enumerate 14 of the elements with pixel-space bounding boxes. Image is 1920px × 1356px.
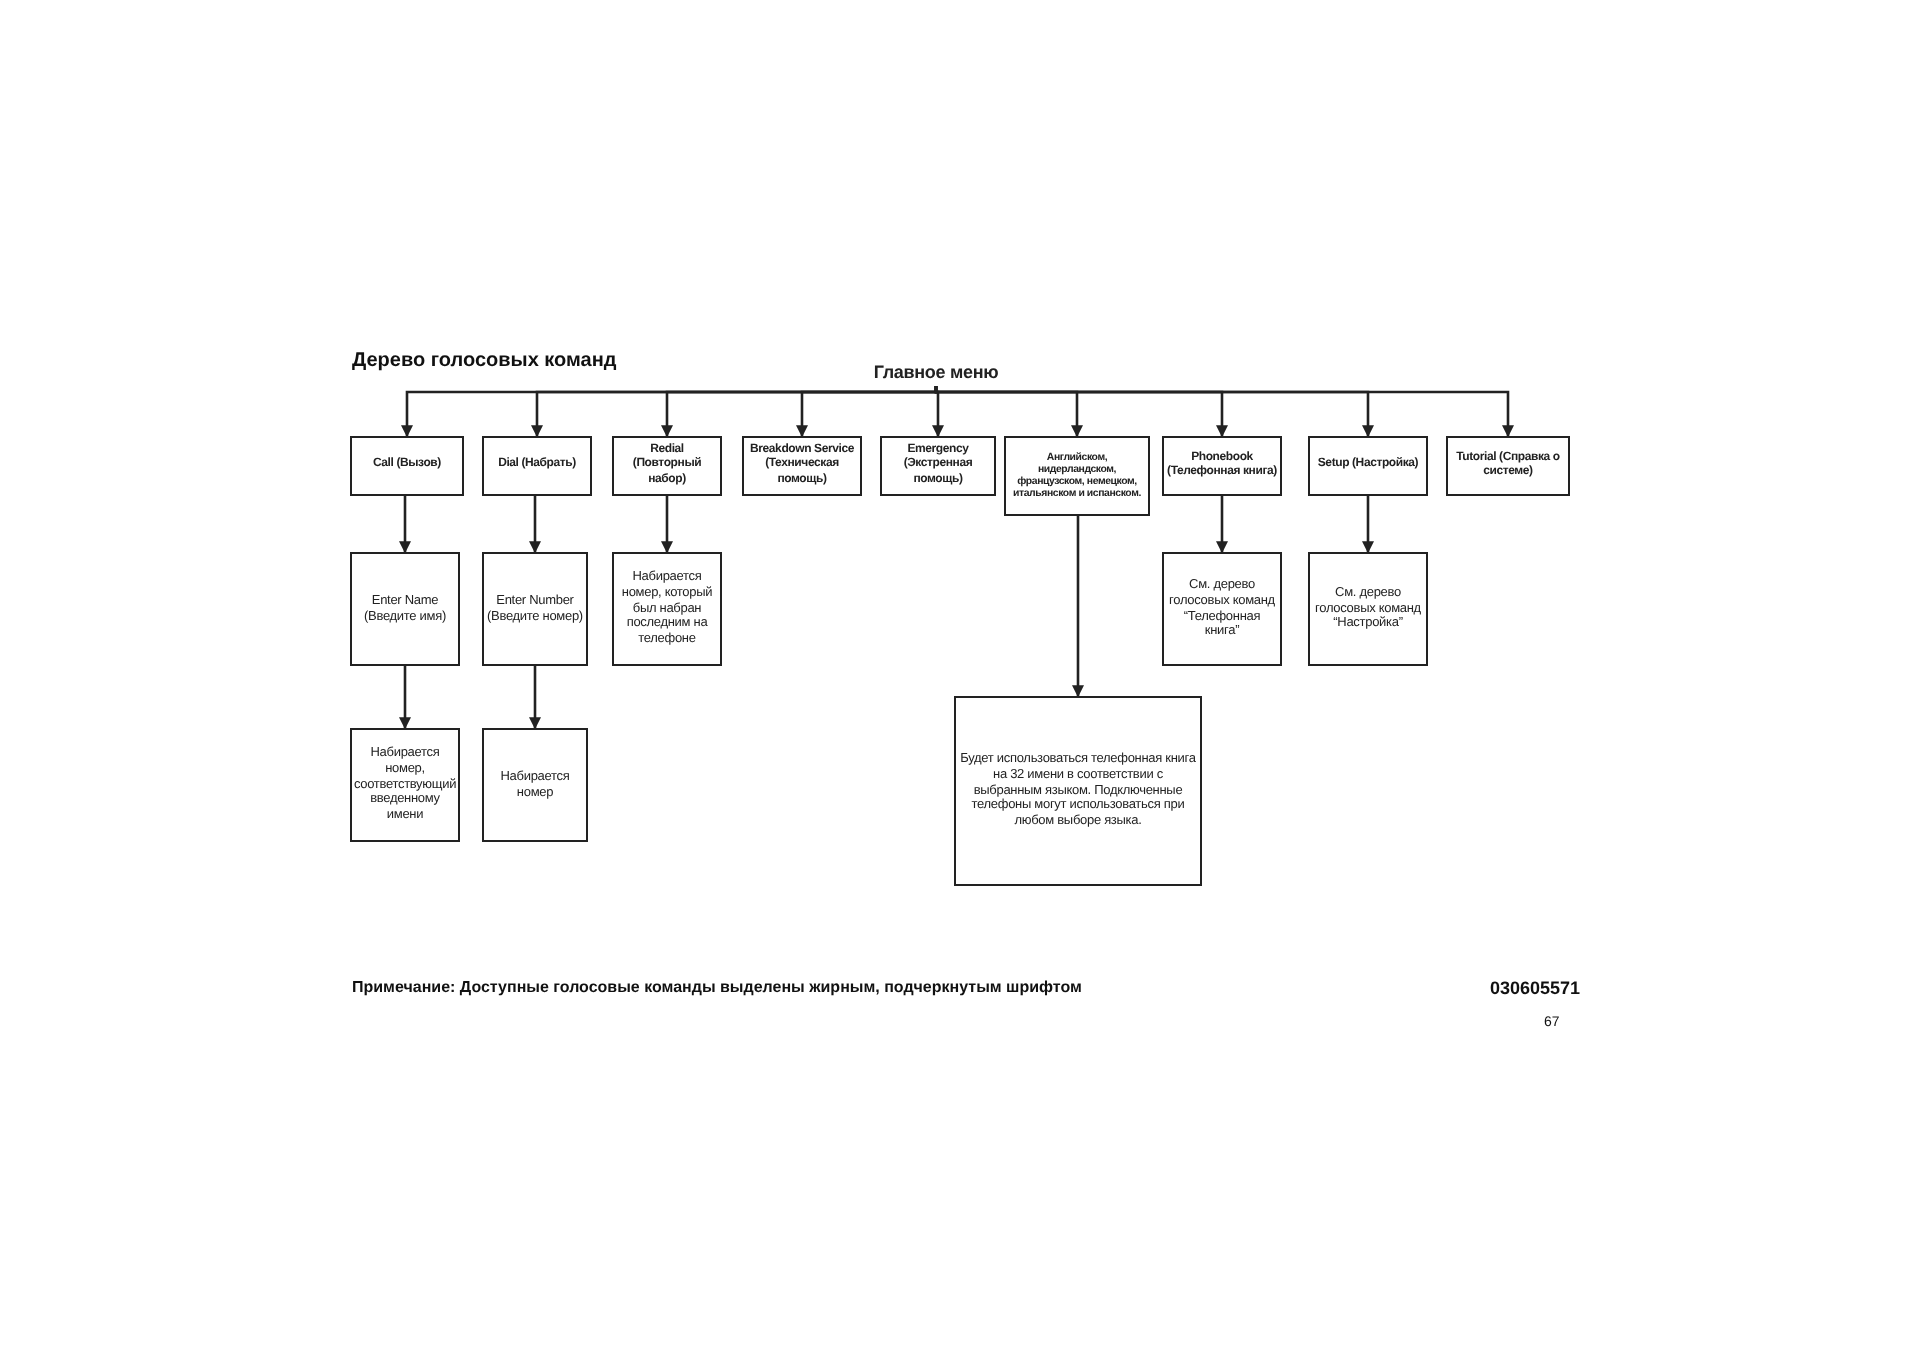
arrow: [1216, 496, 1228, 554]
arrow: [661, 496, 673, 554]
arrow: [796, 386, 938, 438]
arrow: [529, 496, 541, 554]
note-text: Примечание: Доступные голосовые команды выделены жирным, подчеркнутым шрифтом: [352, 978, 1082, 996]
menu-heading: Главное меню: [866, 360, 1006, 386]
arrow: [934, 385, 1514, 438]
figure-code: 030605571: [1490, 978, 1581, 998]
diagram-title: Дерево голосовых команд: [352, 350, 617, 372]
arrow: [1362, 496, 1374, 554]
arrow: [399, 666, 411, 730]
arrow: [1072, 516, 1084, 698]
arrow: [399, 496, 411, 554]
arrow: [529, 666, 541, 730]
